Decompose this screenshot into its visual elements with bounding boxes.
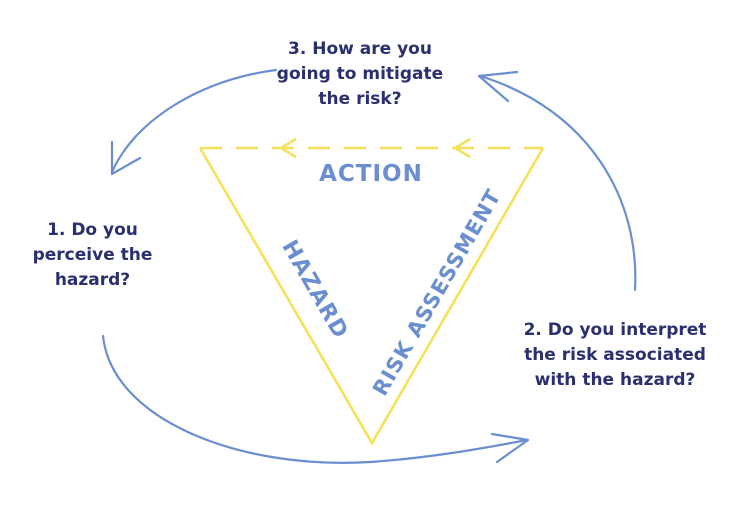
question-perceive-line: hazard? [54,270,131,290]
question-perceive-line: 1. Do you [47,220,138,240]
question-mitigate-line: the risk? [318,89,402,109]
hazard-triangle: ACTION HAZARD RISK ASSESSMENT [198,137,545,446]
arrowhead-interpret-icon [490,432,530,464]
question-mitigate: 3. How are you going to mitigate the ris… [255,37,465,112]
question-mitigate-line: going to mitigate [276,64,444,84]
arrowhead-mitigate-icon [477,70,519,103]
hazard-label: HAZARD [276,236,352,343]
question-perceive: 1. Do you perceive the hazard? [20,218,165,293]
question-interpret: 2. Do you interpret the risk associated … [505,318,725,393]
top-edge-arrowhead-left-icon [278,137,297,159]
top-edge-arrowhead-right-icon [452,137,471,159]
arrow-interpret-to-mitigate [478,74,637,292]
risk-assessment-label: RISK ASSESSMENT [368,185,506,400]
question-perceive-line: perceive the [32,245,153,265]
arrow-perceive-to-interpret [101,334,529,464]
arrow-mitigate-to-perceive [110,68,278,174]
arrowhead-perceive-icon [110,140,142,176]
cycle-arrows [101,68,637,464]
question-interpret-line: 2. Do you interpret [523,320,707,340]
question-interpret-line: the risk associated [524,345,706,365]
question-mitigate-line: 3. How are you [288,39,432,59]
action-label: ACTION [319,161,423,187]
question-interpret-line: with the hazard? [534,370,696,390]
triangle-left-edge [198,147,545,446]
